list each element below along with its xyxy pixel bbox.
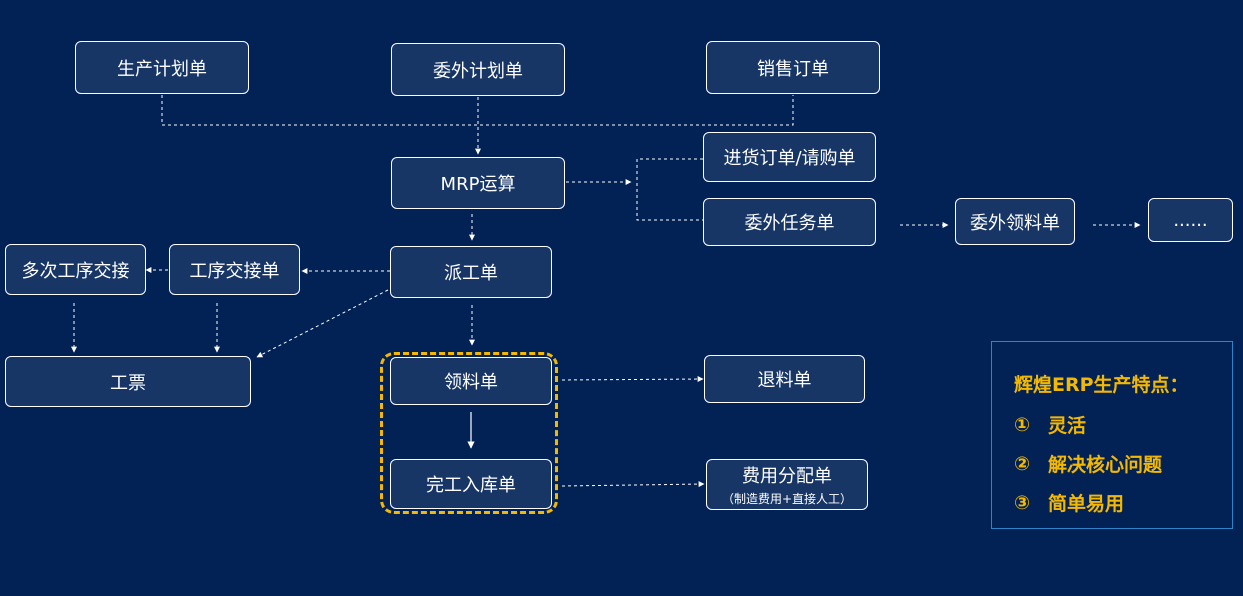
feature-text: 灵活 (1048, 415, 1087, 437)
connector-branch (636, 158, 703, 221)
node-picking: 领料单 (390, 357, 552, 405)
node-outsource-plan: 委外计划单 (391, 43, 565, 96)
node-work-ticket: 工票 (5, 356, 251, 407)
node-sales-order: 销售订单 (706, 41, 880, 94)
node-completion: 完工入库单 (390, 459, 552, 509)
node-more: ...... (1148, 198, 1233, 242)
node-production-plan: 生产计划单 (75, 41, 249, 94)
feature-text: 简单易用 (1048, 493, 1125, 515)
node-return: 退料单 (704, 355, 865, 403)
feature-item: ① 灵活 (1014, 411, 1232, 438)
node-dispatch: 派工单 (390, 246, 552, 298)
feature-text: 解决核心问题 (1048, 454, 1163, 476)
feature-number: ② (1014, 452, 1031, 475)
feature-number: ① (1014, 413, 1031, 436)
arrow-picking-to-return (561, 376, 704, 383)
feature-item: ③ 简单易用 (1014, 489, 1232, 516)
features-panel: 辉煌ERP生产特点： ① 灵活 ② 解决核心问题 ③ 简单易用 (991, 341, 1233, 529)
feature-item: ② 解决核心问题 (1014, 450, 1232, 477)
feature-number: ③ (1014, 491, 1031, 514)
node-mrp: MRP运算 (391, 157, 565, 209)
connector-plans-join (161, 95, 794, 126)
arrow-completion-to-cost (561, 481, 705, 488)
node-outsource-task: 委外任务单 (703, 198, 876, 246)
core-process-highlight (380, 352, 558, 514)
cost-allocation-note: （制造费用+直接人工） (721, 492, 853, 506)
node-purchase-order: 进货订单/请购单 (703, 132, 876, 182)
node-process-handover: 工序交接单 (169, 244, 300, 295)
node-outsource-picking: 委外领料单 (955, 198, 1075, 245)
node-multi-process-handover: 多次工序交接 (5, 244, 146, 295)
features-title: 辉煌ERP生产特点： (1014, 374, 1189, 396)
node-cost-allocation: 费用分配单 （制造费用+直接人工） (706, 459, 868, 510)
arrow-dispatch-to-ticket (256, 289, 389, 358)
